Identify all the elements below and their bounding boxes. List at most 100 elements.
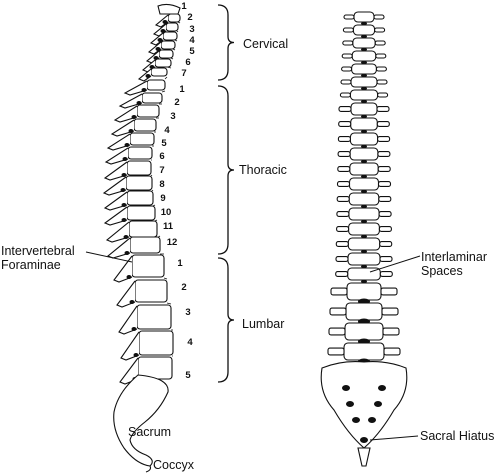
lateral-vertebra	[125, 175, 153, 191]
lateral-vertebra	[126, 190, 154, 206]
lateral-vertebra	[146, 79, 166, 91]
foramen	[145, 74, 151, 78]
lateral-vertebra	[158, 49, 174, 59]
sacral-hiatus	[360, 437, 368, 443]
posterior-vertebra	[353, 11, 375, 23]
vertebra-number: 9	[160, 193, 166, 204]
lateral-vertebra	[154, 58, 172, 68]
posterior-vertebra	[349, 89, 379, 101]
interlaminar-space	[361, 174, 367, 179]
transverse-process	[338, 106, 352, 112]
transverse-process	[335, 271, 349, 277]
lateral-vertebra	[131, 254, 165, 278]
interlaminar-space	[361, 21, 367, 26]
foramen	[155, 47, 161, 51]
interlaminar-space	[361, 73, 367, 78]
spinous-process	[106, 133, 131, 151]
interlaminar-space	[361, 34, 367, 39]
foramen	[121, 173, 127, 177]
transverse-process	[335, 256, 349, 262]
foramen	[157, 38, 163, 42]
transverse-process	[337, 151, 351, 157]
transverse-process	[329, 307, 347, 316]
transverse-process	[377, 166, 391, 172]
intervertebral-leader	[85, 251, 133, 263]
spinous-process	[103, 161, 128, 181]
lateral-vertebra	[129, 132, 155, 146]
lateral-vertebra	[127, 146, 153, 160]
transverse-process	[337, 136, 351, 142]
foramen	[121, 218, 127, 222]
posterior-vertebra	[351, 63, 377, 75]
vertebra-number: 3	[189, 24, 195, 35]
sacral-foramen	[378, 385, 386, 391]
interlaminar-space	[361, 279, 367, 284]
atlas	[157, 3, 181, 15]
vertebra-number: 1	[177, 258, 183, 269]
vertebra-number: 5	[185, 370, 191, 381]
posterior-vertebra	[349, 147, 379, 161]
sacral-hiatus-label: Sacral Hiatus	[420, 429, 495, 443]
disc-edge	[166, 302, 172, 305]
posterior-vertebra	[349, 132, 379, 146]
coccyx-shape	[145, 465, 152, 473]
disc-edge	[166, 66, 172, 69]
foramen	[133, 353, 139, 357]
vertebra-number: 10	[160, 207, 172, 218]
interlaminar-space	[361, 60, 367, 65]
transverse-process	[378, 196, 392, 202]
transverse-process	[374, 27, 386, 33]
posterior-vertebra	[352, 24, 376, 36]
transverse-process	[342, 27, 354, 33]
interlaminar-space	[361, 99, 367, 104]
disc-edge	[163, 277, 168, 280]
vertebra-number: 2	[187, 12, 193, 23]
vertebra-number: 3	[170, 111, 176, 122]
posterior-vertebra	[345, 302, 383, 321]
posterior-vertebra	[344, 322, 384, 341]
transverse-process	[380, 287, 398, 296]
spinous-process	[113, 105, 138, 123]
posterior-vertebra	[348, 222, 380, 236]
transverse-process	[379, 241, 393, 247]
foramen	[121, 203, 127, 207]
lumbar-label: Lumbar	[242, 317, 285, 331]
spinous-process	[110, 119, 135, 137]
disc-edge	[151, 189, 154, 192]
sacrum-shape	[113, 374, 169, 467]
vertebra-number: 2	[181, 282, 187, 293]
vertebra-number: 12	[166, 237, 178, 248]
vertebra-number: 6	[159, 151, 165, 162]
lumbar-bracket	[217, 257, 235, 383]
spinous-process	[120, 331, 140, 361]
transverse-process	[338, 121, 352, 127]
interlaminar-space	[361, 189, 367, 194]
posterior-vertebra	[352, 37, 376, 49]
interlaminar-space	[361, 86, 367, 91]
interlaminar-space	[361, 204, 367, 209]
transverse-process	[327, 347, 345, 356]
interlaminar-space	[361, 249, 367, 254]
transverse-process	[336, 211, 350, 217]
interlaminar-space	[361, 219, 367, 224]
interlaminar-space	[361, 144, 367, 149]
disc-edge	[172, 48, 176, 51]
posterior-vertebra	[343, 342, 385, 361]
interlaminar-space	[361, 47, 367, 52]
transverse-process	[377, 151, 391, 157]
posterior-vertebra	[349, 162, 379, 176]
disc-edge	[176, 30, 179, 33]
posterior-vertebra	[347, 252, 381, 266]
transverse-process	[343, 14, 355, 20]
transverse-process	[337, 166, 351, 172]
lateral-vertebra	[162, 31, 178, 41]
foramen	[124, 143, 130, 147]
spinous-process	[118, 305, 138, 335]
transverse-process	[341, 53, 353, 59]
transverse-process	[377, 92, 389, 98]
disc-edge	[170, 57, 174, 60]
lateral-vertebra	[160, 40, 176, 50]
vertebra-number: 8	[159, 179, 165, 190]
transverse-process	[373, 14, 385, 20]
